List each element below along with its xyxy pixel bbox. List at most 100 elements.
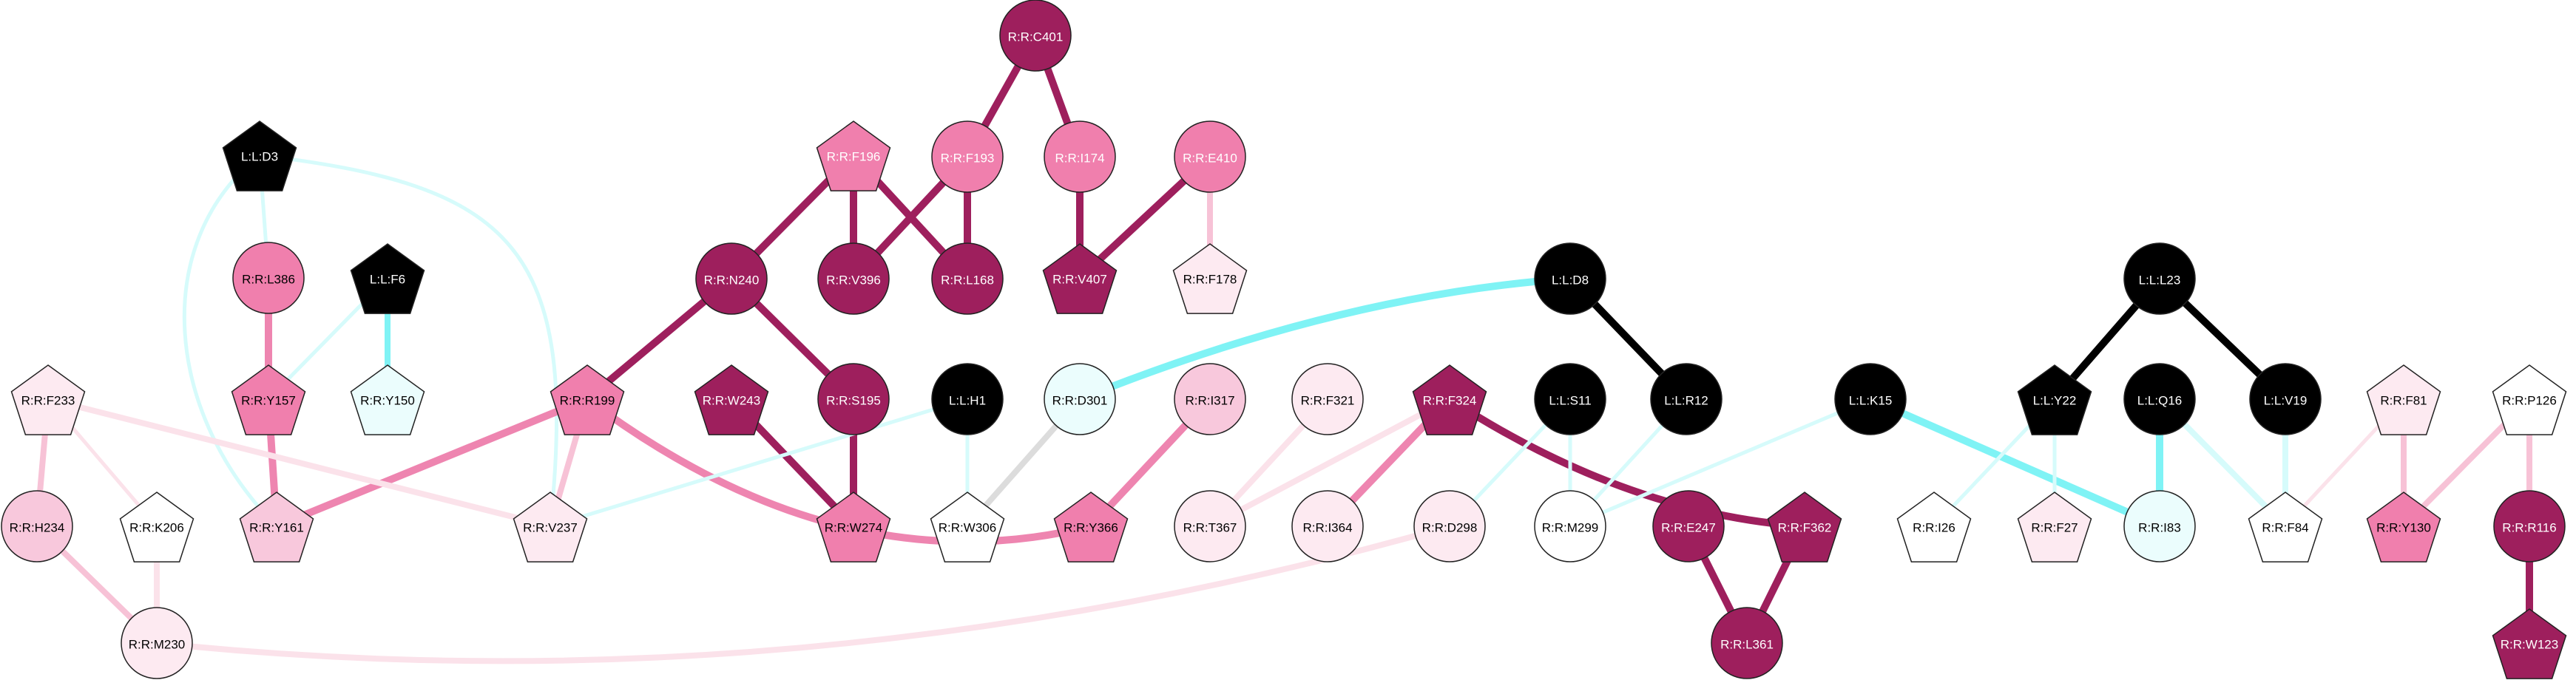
node-y161[interactable]: R:R:Y161	[239, 492, 314, 562]
node-ld3[interactable]: L:L:D3	[222, 120, 297, 191]
node-label: R:R:F193	[941, 152, 995, 166]
node-label: R:R:F233	[21, 394, 75, 408]
node-c401[interactable]: R:R:C401	[999, 0, 1072, 72]
edge-R199-Y161	[273, 395, 591, 530]
node-l361[interactable]: R:R:L361	[1711, 607, 1783, 679]
node-f27[interactable]: R:R:F27	[2017, 492, 2092, 562]
node-label: R:R:Y161	[249, 521, 304, 535]
edge-LD3-V237	[257, 153, 559, 528]
node-circle-shape	[1044, 363, 1116, 435]
node-pentagon-shape	[222, 120, 297, 191]
node-label: L:L:Q16	[2137, 394, 2183, 408]
node-r116[interactable]: R:R:R116	[2493, 490, 2566, 562]
node-pentagon-shape	[119, 492, 195, 562]
node-circle-shape	[999, 0, 1072, 72]
node-f196[interactable]: R:R:F196	[816, 120, 891, 191]
node-lf6[interactable]: L:L:F6	[350, 243, 425, 314]
node-w243[interactable]: R:R:W243	[694, 364, 769, 435]
node-i364[interactable]: R:R:I364	[1291, 490, 1364, 562]
node-v237[interactable]: R:R:V237	[513, 492, 588, 562]
node-v407[interactable]: R:R:V407	[1042, 243, 1118, 314]
node-circle-shape	[1834, 363, 1907, 435]
node-circle-shape	[931, 242, 1004, 315]
node-circle-shape	[2249, 363, 2322, 435]
node-d298[interactable]: R:R:D298	[1413, 490, 1486, 562]
node-d301[interactable]: R:R:D301	[1044, 363, 1116, 435]
node-label: L:L:S11	[1549, 394, 1591, 408]
node-f84[interactable]: R:R:F84	[2248, 492, 2323, 562]
node-h234[interactable]: R:R:H234	[1, 490, 73, 562]
node-y150[interactable]: R:R:Y150	[350, 364, 425, 435]
node-s195[interactable]: R:R:S195	[817, 363, 890, 435]
node-circle-shape	[232, 242, 305, 314]
node-f178[interactable]: R:R:F178	[1172, 243, 1248, 314]
node-f193[interactable]: R:R:F193	[931, 120, 1004, 193]
node-lk15[interactable]: L:L:K15	[1834, 363, 1907, 435]
node-lv19[interactable]: L:L:V19	[2249, 363, 2322, 435]
node-f81[interactable]: R:R:F81	[2366, 364, 2441, 435]
node-w306[interactable]: R:R:W306	[930, 492, 1005, 562]
node-e247[interactable]: R:R:E247	[1652, 490, 1725, 562]
node-lq16[interactable]: L:L:Q16	[2123, 363, 2196, 435]
node-ls11[interactable]: L:L:S11	[1534, 363, 1606, 435]
node-label: R:R:F27	[2031, 521, 2078, 535]
node-label: R:R:K206	[129, 521, 184, 535]
node-k206[interactable]: R:R:K206	[119, 492, 195, 562]
node-f324[interactable]: R:R:F324	[1412, 364, 1487, 435]
node-i26[interactable]: R:R:I26	[1896, 492, 1972, 562]
node-y130[interactable]: R:R:Y130	[2366, 492, 2441, 562]
node-circle-shape	[695, 242, 768, 315]
node-p126[interactable]: R:R:P126	[2492, 364, 2567, 435]
node-label: R:R:E410	[1183, 152, 1237, 166]
node-label: R:R:W306	[939, 521, 996, 535]
node-ly22[interactable]: L:L:Y22	[2017, 364, 2092, 435]
node-label: R:R:F362	[1778, 521, 1832, 535]
node-f362[interactable]: R:R:F362	[1767, 492, 1842, 562]
node-label: R:R:V407	[1052, 273, 1107, 287]
node-f321[interactable]: R:R:F321	[1291, 363, 1364, 435]
node-pentagon-shape	[1767, 492, 1842, 562]
node-pentagon-shape	[816, 492, 891, 562]
node-m230[interactable]: R:R:M230	[121, 607, 193, 679]
node-label: R:R:F324	[1423, 394, 1477, 408]
node-t367[interactable]: R:R:T367	[1174, 490, 1246, 562]
node-label: R:R:H234	[10, 521, 65, 535]
node-label: L:L:D3	[241, 150, 278, 164]
node-lh1[interactable]: L:L:H1	[931, 363, 1004, 435]
node-w123[interactable]: R:R:W123	[2492, 608, 2567, 679]
node-f233[interactable]: R:R:F233	[10, 364, 86, 435]
node-circle-shape	[931, 363, 1004, 435]
node-y366[interactable]: R:R:Y366	[1053, 492, 1129, 562]
node-i83[interactable]: R:R:I83	[2123, 490, 2196, 562]
node-label: R:R:R199	[560, 394, 615, 408]
node-pentagon-shape	[2248, 492, 2323, 562]
node-ld8[interactable]: L:L:D8	[1534, 242, 1606, 315]
node-lr12[interactable]: L:L:R12	[1650, 363, 1723, 435]
node-pentagon-shape	[816, 120, 891, 191]
node-pentagon-shape	[694, 364, 769, 435]
node-i174[interactable]: R:R:I174	[1044, 120, 1116, 193]
node-y157[interactable]: R:R:Y157	[231, 364, 306, 435]
node-label: R:R:W243	[703, 394, 760, 408]
edge-LD3-Y161	[182, 153, 279, 528]
node-ll23[interactable]: L:L:L23	[2123, 242, 2196, 315]
node-m299[interactable]: R:R:M299	[1534, 490, 1606, 562]
node-l386[interactable]: R:R:L386	[232, 242, 305, 314]
node-label: R:R:D301	[1052, 394, 1108, 408]
node-n240[interactable]: R:R:N240	[695, 242, 768, 315]
node-label: R:R:I83	[2138, 521, 2181, 535]
node-v396[interactable]: R:R:V396	[817, 242, 890, 315]
node-label: L:L:V19	[2264, 394, 2308, 408]
node-circle-shape	[817, 363, 890, 435]
node-e410[interactable]: R:R:E410	[1174, 120, 1246, 193]
node-i317[interactable]: R:R:I317	[1174, 363, 1246, 435]
node-pentagon-shape	[239, 492, 314, 562]
node-r199[interactable]: R:R:R199	[550, 364, 625, 435]
node-circle-shape	[1534, 490, 1606, 562]
node-l168[interactable]: R:R:L168	[931, 242, 1004, 315]
node-circle-shape	[1174, 120, 1246, 193]
node-pentagon-shape	[1053, 492, 1129, 562]
node-w274[interactable]: R:R:W274	[816, 492, 891, 562]
node-pentagon-shape	[550, 364, 625, 435]
node-label: R:R:C401	[1008, 30, 1064, 44]
